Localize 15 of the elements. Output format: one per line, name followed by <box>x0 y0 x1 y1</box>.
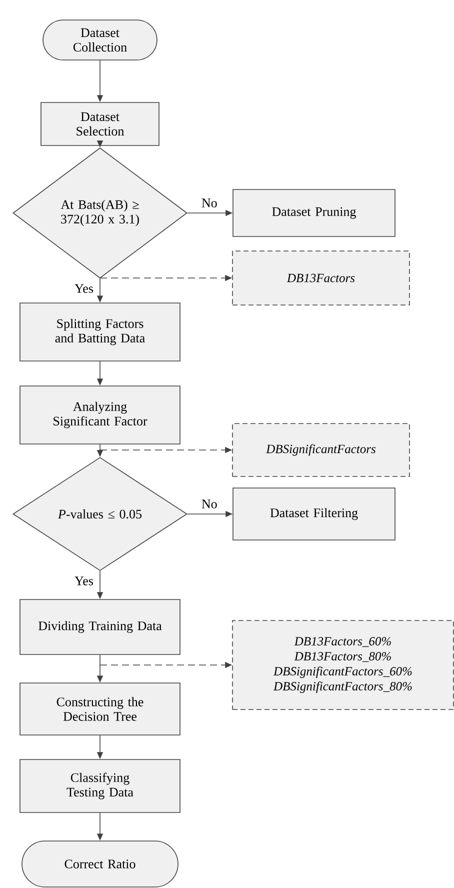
edge-label: No <box>200 198 218 208</box>
edge-label: Yes <box>74 283 94 294</box>
process-box: Splitting Factors and Batting Data <box>20 302 180 362</box>
process-box: Dividing Training Data <box>20 599 180 655</box>
process-box: Dataset Pruning <box>232 189 396 237</box>
process-box: Analyzing Significant Factor <box>20 386 180 444</box>
edge-label: Yes <box>74 576 94 586</box>
edge-label: No <box>200 498 218 510</box>
data-box: DBSignificantFactors <box>232 423 410 477</box>
process-box: Dataset Filtering <box>232 488 396 540</box>
process-box: Dataset Selection <box>40 102 160 146</box>
data-box: DB13Factors <box>232 250 410 306</box>
process-box: Constructing the Decision Tree <box>20 682 180 736</box>
process-box: Classifying Testing Data <box>20 759 180 813</box>
data-box: DB13Factors_60% DB13Factors_80% DBSignificantFactors_60% DBSignificantFactors_80% <box>232 620 454 710</box>
